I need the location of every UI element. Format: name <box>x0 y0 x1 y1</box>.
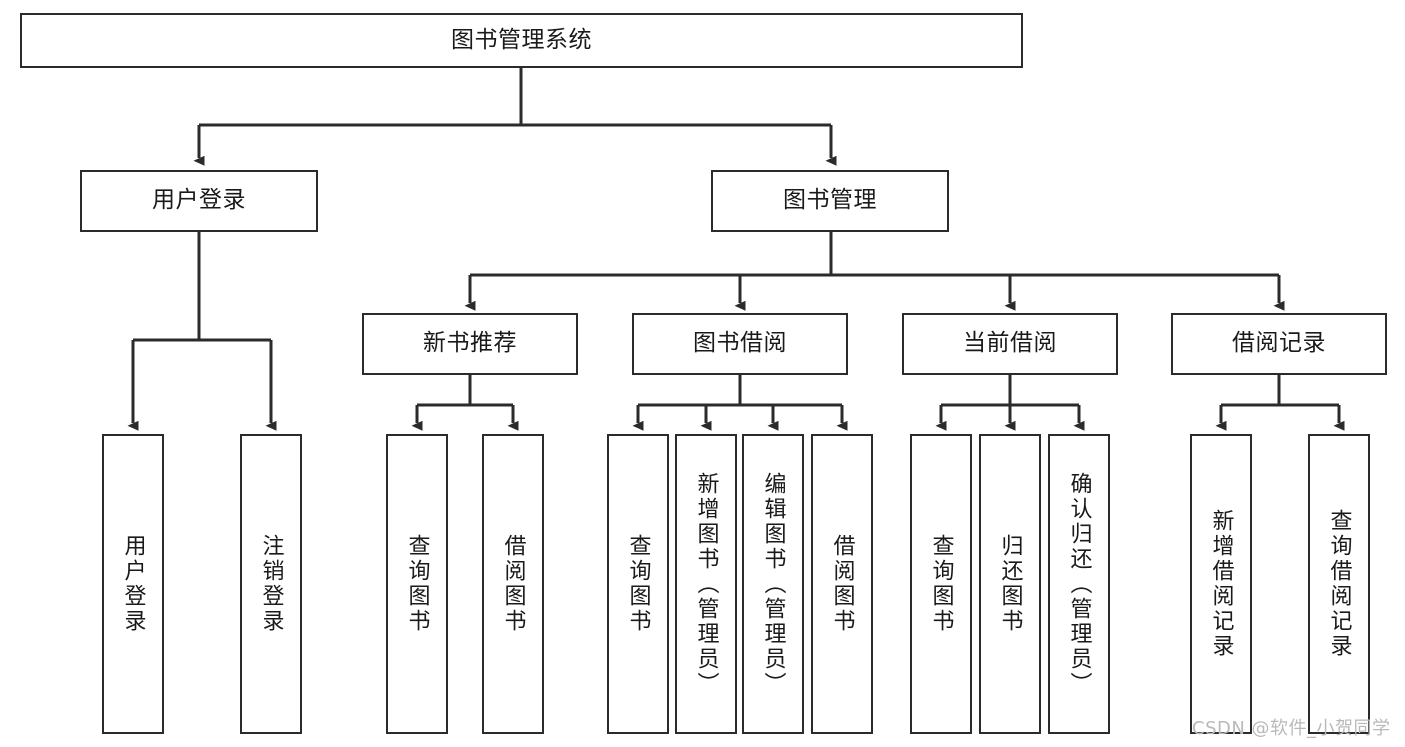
leaf-new-book-query-book[interactable]: 查询图书 <box>386 434 448 734</box>
leaf-record-add-record[interactable]: 新增借阅记录 <box>1190 434 1252 734</box>
node-label: 图书管理系统 <box>451 26 592 53</box>
node-current-borrow[interactable]: 当前借阅 <box>902 313 1118 375</box>
node-label: 查询图书 <box>928 534 954 634</box>
leaf-borrow-edit-book-admin[interactable]: 编辑图书（管理员） <box>742 434 804 734</box>
node-label: 查询图书 <box>625 534 651 634</box>
node-user-login[interactable]: 用户登录 <box>80 170 318 232</box>
node-borrow-record[interactable]: 借阅记录 <box>1171 313 1387 375</box>
node-new-book-recommend[interactable]: 新书推荐 <box>362 313 578 375</box>
node-label: 注销登录 <box>258 534 284 634</box>
node-label: 新书推荐 <box>423 330 517 357</box>
leaf-user-login-logout[interactable]: 注销登录 <box>240 434 302 734</box>
node-label: 归还图书 <box>997 534 1023 634</box>
node-label: 图书借阅 <box>693 330 787 357</box>
leaf-borrow-add-book-admin[interactable]: 新增图书（管理员） <box>675 434 737 734</box>
node-label: 查询借阅记录 <box>1326 509 1352 659</box>
csdn-watermark: CSDN @软件_小贺同学 <box>1192 718 1391 739</box>
node-label: 借阅图书 <box>500 534 526 634</box>
node-root-system[interactable]: 图书管理系统 <box>20 13 1023 68</box>
leaf-record-query-record[interactable]: 查询借阅记录 <box>1308 434 1370 734</box>
node-label: 借阅图书 <box>829 534 855 634</box>
leaf-new-book-borrow-book[interactable]: 借阅图书 <box>482 434 544 734</box>
node-label: 用户登录 <box>120 534 146 634</box>
leaf-borrow-borrow-book[interactable]: 借阅图书 <box>811 434 873 734</box>
node-label: 图书管理 <box>783 187 877 214</box>
leaf-borrow-query-book[interactable]: 查询图书 <box>607 434 669 734</box>
node-label: 当前借阅 <box>963 330 1057 357</box>
node-label: 新增图书（管理员） <box>693 471 719 697</box>
node-book-management[interactable]: 图书管理 <box>711 170 949 232</box>
node-label: 用户登录 <box>152 187 246 214</box>
node-label: 编辑图书（管理员） <box>760 471 786 697</box>
node-label: 确认归还（管理员） <box>1066 471 1092 697</box>
node-label: 借阅记录 <box>1232 330 1326 357</box>
node-book-borrow[interactable]: 图书借阅 <box>632 313 848 375</box>
node-label: 新增借阅记录 <box>1208 509 1234 659</box>
leaf-user-login-login[interactable]: 用户登录 <box>102 434 164 734</box>
leaf-current-confirm-return-admin[interactable]: 确认归还（管理员） <box>1048 434 1110 734</box>
leaf-current-return-book[interactable]: 归还图书 <box>979 434 1041 734</box>
node-label: 查询图书 <box>404 534 430 634</box>
leaf-current-query-book[interactable]: 查询图书 <box>910 434 972 734</box>
